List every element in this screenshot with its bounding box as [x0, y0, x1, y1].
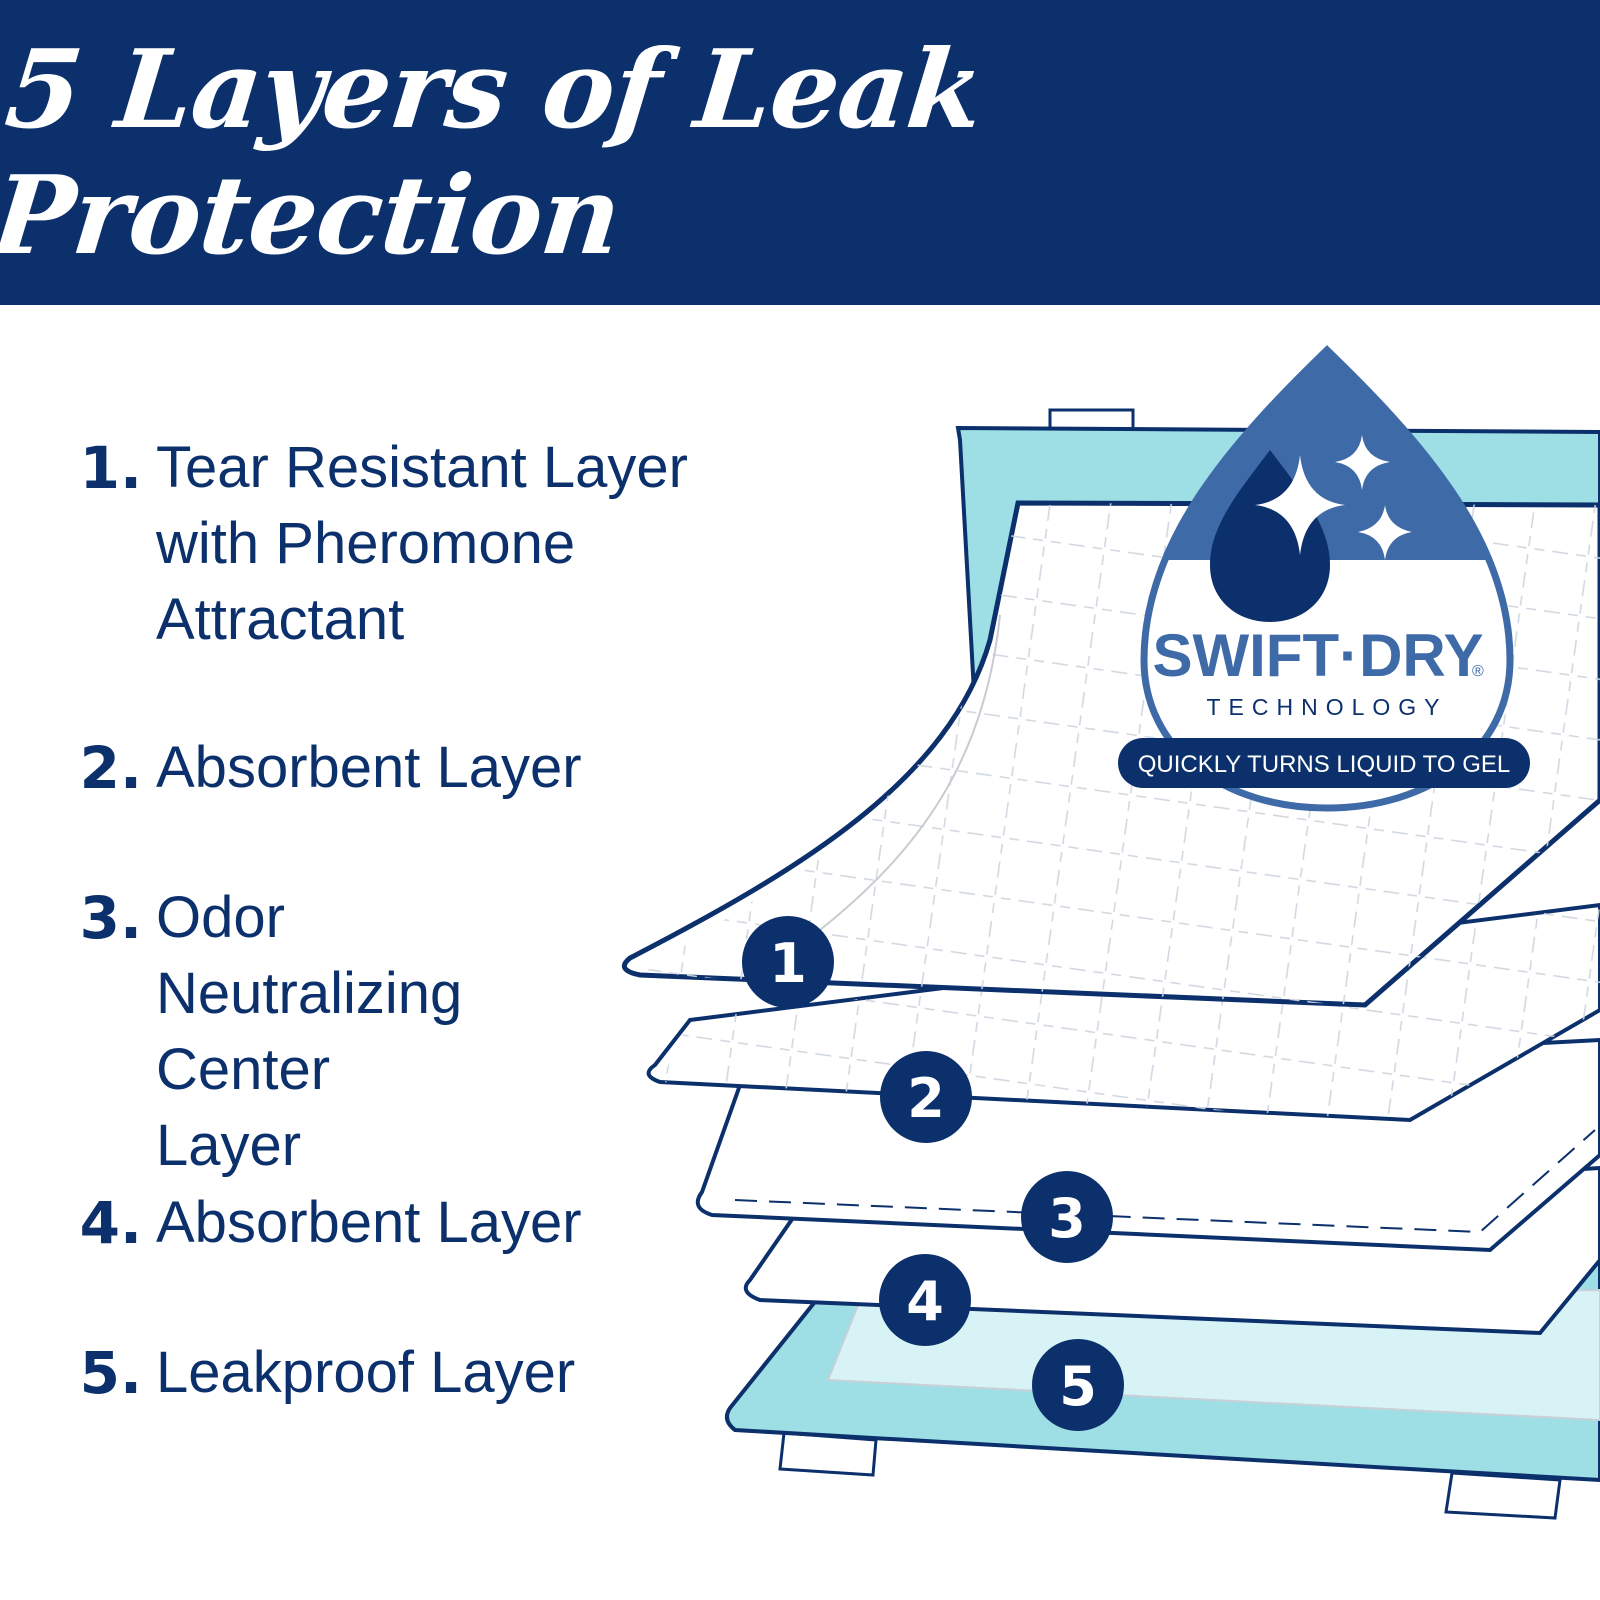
legend-item-1: 1. Tear Resistant Layer with Pheromone A…	[70, 430, 716, 658]
marker-circle	[879, 1254, 971, 1346]
marker-number: 5	[1059, 1355, 1097, 1418]
marker-number: 2	[907, 1067, 945, 1130]
layer-marker-4: 4	[879, 1254, 971, 1346]
marker-circle	[880, 1051, 972, 1143]
sparkle-icon	[1255, 455, 1345, 555]
legend-label: Tear Resistant Layer with Pheromone Attr…	[156, 435, 688, 652]
legend-item-3: 3. Odor Neutralizing Center Layer	[70, 880, 486, 1184]
legend-number: 5.	[79, 1339, 142, 1407]
marker-number: 1	[769, 932, 807, 995]
marker-circle	[1032, 1339, 1124, 1431]
legend-label: Absorbent Layer	[156, 1190, 582, 1255]
badge-registered: ®	[1472, 663, 1484, 680]
swift-dry-badge: SWIFT·DRY ® TECHNOLOGY QUICKLY TURNS LIQ…	[1118, 345, 1530, 812]
corner-tab	[1444, 1471, 1562, 1520]
layer-3-stitching	[734, 1129, 1596, 1234]
layer-marker-3: 3	[1021, 1171, 1113, 1263]
badge-subtitle: TECHNOLOGY	[1206, 694, 1447, 720]
marker-circle	[1021, 1171, 1113, 1263]
sparkle-icon	[1335, 435, 1390, 490]
layer-1-fold-line	[819, 614, 1001, 931]
header-banner: 5 Layers of Leak Protection	[0, 0, 1600, 305]
legend-number: 2.	[79, 734, 142, 802]
layer-marker-1: 1	[742, 916, 834, 1008]
marker-number: 4	[906, 1270, 944, 1333]
badge-tagline-pill	[1118, 738, 1530, 788]
badge-brand: SWIFT·DRY	[1152, 622, 1483, 689]
legend-number: 3.	[79, 884, 142, 952]
legend-item-5: 5. Leakproof Layer	[70, 1335, 716, 1411]
layer-marker-5: 5	[1032, 1339, 1124, 1431]
legend-number: 1.	[79, 434, 142, 502]
marker-number: 3	[1048, 1187, 1086, 1250]
layer-marker-2: 2	[880, 1051, 972, 1143]
legend-label: Leakproof Layer	[156, 1340, 576, 1405]
legend-label: Absorbent Layer	[156, 735, 582, 800]
legend-number: 4.	[79, 1189, 142, 1257]
legend-label: Odor Neutralizing Center Layer	[156, 885, 463, 1178]
marker-circle	[742, 916, 834, 1008]
badge-tagline: QUICKLY TURNS LIQUID TO GEL	[1138, 751, 1511, 778]
legend-item-4: 4. Absorbent Layer	[70, 1185, 716, 1261]
legend-item-2: 2. Absorbent Layer	[70, 730, 716, 806]
sparkle-icon	[1358, 505, 1412, 560]
water-drop-sparkle-icon	[1210, 435, 1412, 622]
